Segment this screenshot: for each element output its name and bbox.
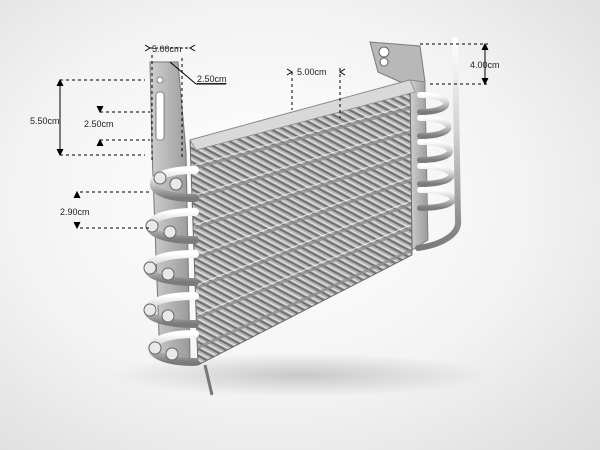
dimension-top-width-center: 5.00cm <box>297 67 327 77</box>
dimension-top-width-left: 5.00cm <box>152 44 182 54</box>
coil-shadow <box>110 353 490 397</box>
left-tube-ends <box>143 171 183 361</box>
dimension-right-height: 4.00cm <box>470 60 500 70</box>
dimension-lines <box>56 42 489 230</box>
right-return-bends <box>415 37 462 251</box>
dimension-tube-pitch: 2.90cm <box>60 207 90 217</box>
drain-pin <box>203 364 214 396</box>
dimension-side-offset: 2.50cm <box>197 74 227 84</box>
dimension-slot-height: 2.50cm <box>84 119 114 129</box>
fin-block <box>189 79 416 366</box>
dimension-bracket-height: 5.50cm <box>30 116 60 126</box>
